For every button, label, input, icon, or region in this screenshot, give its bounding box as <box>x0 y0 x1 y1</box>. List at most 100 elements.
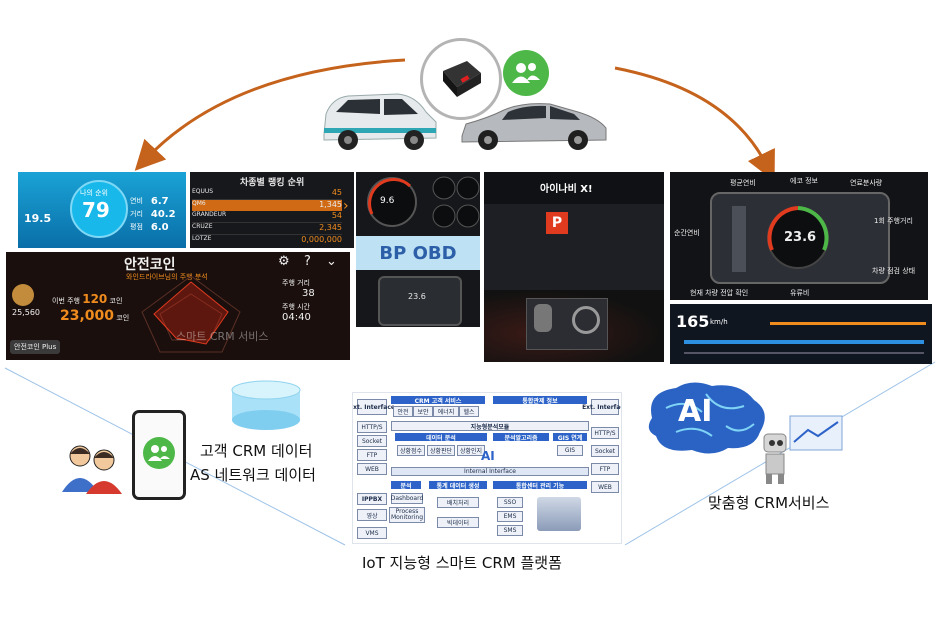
screen-vehicle-dashboard: 23.6 평균연비 에코 정보 연료분사량 순간연비 1회 주행거리 차량 점검… <box>670 172 928 300</box>
dashboard-label: 차량 점검 상태 <box>872 267 916 275</box>
arch-sms: SMS <box>497 525 523 536</box>
obd-phone-value: 23.6 <box>408 292 426 301</box>
rank-row-value: 6.7 <box>150 196 169 207</box>
arch-data-item: 상황판단 <box>427 445 455 456</box>
coins-left: 25,560 <box>12 308 40 317</box>
arch-crm-header: CRM 고객 서비스 <box>391 396 485 405</box>
server-icon <box>537 497 581 531</box>
arch-crm-item: 에너지 <box>433 406 459 417</box>
rank-row-label: 연비 <box>130 197 143 205</box>
arch-video: 영상 <box>357 509 387 521</box>
coin-subtitle: 와인드라이브님의 주행 분석 <box>126 273 208 281</box>
arch-data-item: 상황점수 <box>397 445 425 456</box>
screen-speed: 165 km/h <box>670 304 932 364</box>
gear-icon: ⚙ <box>278 254 290 269</box>
dashboard-label: 1회 주행거리 <box>874 217 913 225</box>
coin-unit: 코인 <box>116 314 130 322</box>
architecture-diagram: Ext. Interface HTTP/S Socket FTP WEB IPP… <box>352 392 622 544</box>
leaderboard-value: 45 <box>331 188 342 197</box>
distance-value: 38 <box>302 288 315 299</box>
coin-plus-button[interactable]: 안전코인 Plus <box>10 340 61 354</box>
obd-gauge-value: 9.6 <box>380 196 395 206</box>
arch-crm-item: 보안 <box>413 406 433 417</box>
arch-bigdata: 빅데이터 <box>437 517 479 528</box>
left-text-crm: 고객 CRM 데이터 <box>200 442 313 460</box>
rank-title: 나의 순위 <box>80 189 108 197</box>
arch-ippbx: IPPBX <box>357 493 387 505</box>
arch-control-header: 통합관제 정보 <box>493 396 587 405</box>
time-value: 04:40 <box>282 312 311 323</box>
arch-batch: 배치처리 <box>437 497 479 508</box>
coin-title: 안전코인 <box>124 257 176 273</box>
speed-value: 165 <box>676 312 710 331</box>
rank-row-label: 평점 <box>130 223 143 231</box>
speed-unit: km/h <box>710 318 728 326</box>
car-silver-icon <box>461 103 607 150</box>
arch-left-protocol: Socket <box>357 435 387 447</box>
arch-right-protocol: HTTP/S <box>591 427 619 439</box>
arch-left-ext: Ext. Interface <box>353 399 395 415</box>
dashboard-label: 유류비 <box>790 289 810 297</box>
arch-stats: 통계 데이터 생성 <box>429 481 487 490</box>
dashboard-center-value: 23.6 <box>784 230 817 245</box>
group-icon <box>503 50 549 96</box>
screen-bp-obd: 9.6 BP OBD 23.6 <box>356 172 480 327</box>
arch-data-analysis: 데이터 분석 <box>395 433 487 442</box>
speed-bar-orange <box>770 322 926 325</box>
arrow-right <box>614 66 775 182</box>
coin-unit: 코인 <box>109 297 123 305</box>
rank-row-label: 거리 <box>130 210 143 218</box>
arch-internal: Internal Interface <box>391 467 589 476</box>
dashboard-menu <box>732 206 746 272</box>
car-white-icon <box>323 93 437 150</box>
leaderboard-value: 1,345 <box>319 200 342 209</box>
screen-safety-coin: 안전코인 와인드라이브님의 주행 분석 ⚙ ? ⌄ 25,560 이번 주행 1… <box>6 252 350 360</box>
arch-analysis: 분석 <box>391 481 421 490</box>
this-week-value: 120 <box>82 292 108 306</box>
platform-caption: IoT 지능형 스마트 CRM 플랫폼 <box>362 554 562 572</box>
arch-crm-item: 헬스 <box>459 406 479 417</box>
rank-row-value: 6.0 <box>150 222 169 233</box>
dashboard-label: 연료분사량 <box>850 179 883 187</box>
chevron-down-icon: ⌄ <box>326 254 337 269</box>
arch-ems: EMS <box>497 511 523 522</box>
leaderboard-value: 0,000,000 <box>301 235 342 244</box>
arch-right-protocol: FTP <box>591 463 619 475</box>
bp-obd-label: BP OBD <box>356 236 480 270</box>
leaderboard-value: 54 <box>331 211 342 220</box>
dashboard-label: 현재 차량 전압 확인 <box>690 289 749 297</box>
gear-indicator: P <box>546 212 568 234</box>
rank-circle <box>70 180 128 238</box>
help-icon: ? <box>304 254 311 269</box>
leaderboard-car: LOTZE <box>192 235 212 242</box>
dashboard-label: 에코 정보 <box>790 177 818 185</box>
speed-bar-blue <box>684 340 924 344</box>
dashboard-label: 순간연비 <box>674 229 700 237</box>
arch-vms: VMS <box>357 527 387 539</box>
ai-brain-icon <box>648 382 765 454</box>
arch-left-protocol: HTTP/S <box>357 421 387 433</box>
arch-right-protocol: Socket <box>591 445 619 457</box>
obd-phone <box>378 276 462 326</box>
obd-device-icon <box>443 61 481 97</box>
leaderboard-car: EQUUS <box>192 188 214 195</box>
rank-row-value: 40.2 <box>150 209 176 220</box>
arch-intel-module: 지능형분석모듈 <box>391 421 589 431</box>
arrow-left <box>134 58 406 171</box>
leaderboard-value: 2,345 <box>319 223 342 232</box>
ai-label: AI <box>678 394 713 429</box>
arch-ai-small: AI <box>481 449 495 463</box>
car-top-icon <box>534 304 552 332</box>
watermark-text: 스마트 CRM 서비스 <box>176 330 269 343</box>
arch-data-item: 상황인지 <box>457 445 485 456</box>
leaderboard-car: CRUZE <box>192 223 213 230</box>
arch-gis: GIS 연계 <box>553 433 587 442</box>
radar-chart <box>141 275 241 353</box>
inavi-brand: 아이나비 X! <box>540 184 593 195</box>
this-week-label: 이번 주행 <box>52 297 80 305</box>
dashboard-label: 평균연비 <box>730 179 756 187</box>
arch-analysis-algo: 분석알고리즘 <box>493 433 549 442</box>
smartphone-icon <box>132 410 186 500</box>
right-text-custom-crm: 맞춤형 CRM서비스 <box>708 494 830 512</box>
